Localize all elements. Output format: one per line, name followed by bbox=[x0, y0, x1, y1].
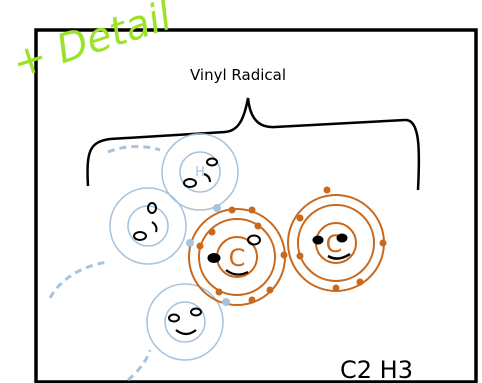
hydrogen-atom-left bbox=[109, 187, 187, 265]
hydrogen-atom-top: H bbox=[161, 133, 239, 211]
detail-annotation: + Detail bbox=[7, 0, 177, 88]
hydrogen-electrons bbox=[186, 204, 230, 306]
diagram-frame bbox=[34, 28, 478, 383]
carbon-label-left: C bbox=[229, 244, 246, 272]
molecule-brace bbox=[86, 97, 421, 191]
hydrogen-atom-bottom bbox=[146, 283, 224, 361]
dashed-arc-left bbox=[48, 260, 109, 299]
carbon-atom-right: C bbox=[287, 194, 385, 292]
dashed-arc-top bbox=[107, 145, 161, 154]
carbon-electrons bbox=[196, 186, 387, 304]
hydrogen-label: H bbox=[195, 165, 205, 180]
diagram-title: Vinyl Radical bbox=[190, 66, 286, 84]
dashed-arc-bottom bbox=[127, 349, 152, 382]
chemical-formula: C2 H3 bbox=[340, 356, 413, 383]
